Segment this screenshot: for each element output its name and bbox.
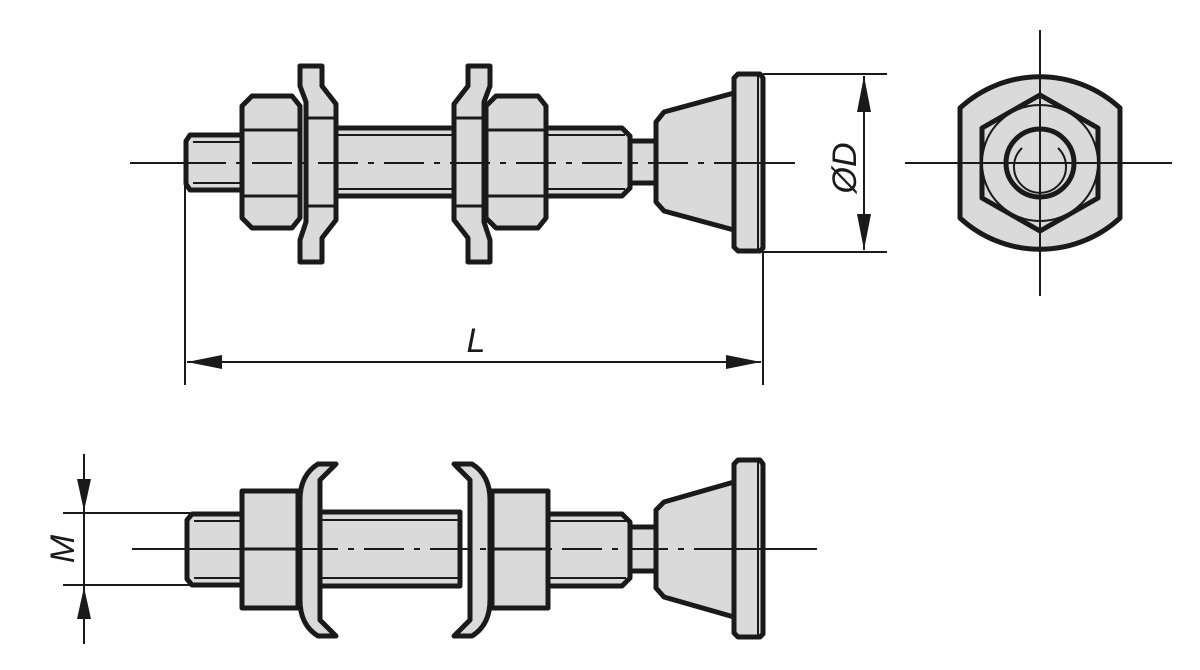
diameter-dimension: ØD	[763, 73, 887, 253]
thread-dimension: M	[44, 454, 190, 644]
side-view-top	[130, 63, 795, 265]
conical-foot	[653, 90, 737, 233]
end-view	[905, 30, 1172, 296]
length-label: L	[467, 322, 486, 360]
length-dimension: L	[184, 185, 764, 385]
thread-label: M	[44, 534, 82, 563]
side-view-bottom	[132, 457, 817, 640]
diameter-label: ØD	[826, 143, 864, 195]
